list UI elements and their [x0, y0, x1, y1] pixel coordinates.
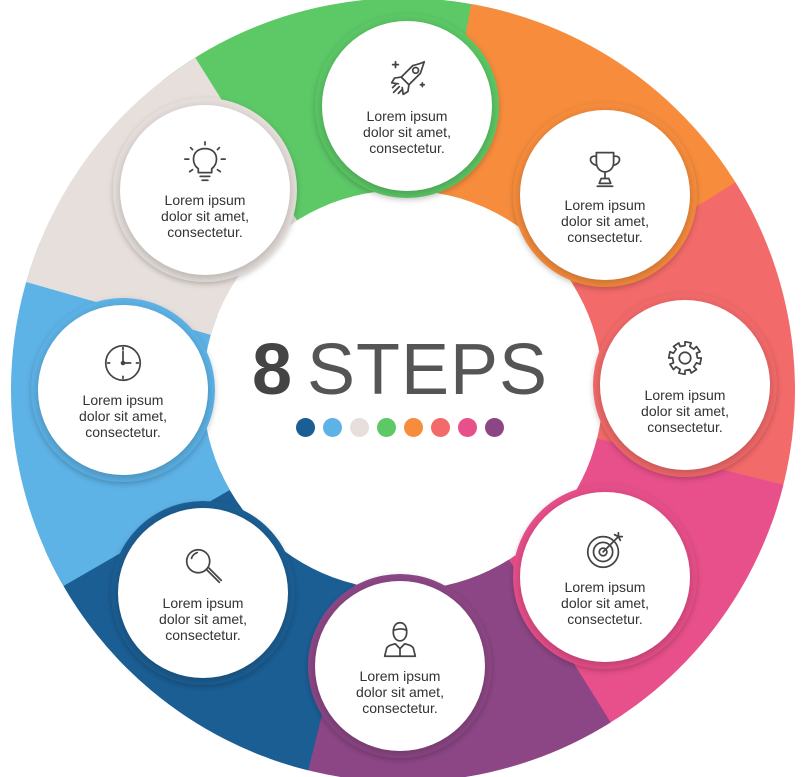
step-text-line: dolor sit amet, [79, 408, 167, 424]
gear-icon [662, 335, 708, 381]
color-dot [485, 418, 504, 437]
target-icon [582, 527, 628, 573]
rocket-icon [384, 56, 430, 102]
step-node-gear: Lorem ipsum dolor sit amet, consectetur. [600, 300, 770, 470]
step-text-line: consectetur. [369, 140, 445, 156]
color-dot [431, 418, 450, 437]
step-text-line: consectetur. [567, 229, 643, 245]
step-text-line: dolor sit amet, [356, 684, 444, 700]
step-node-rocket: Lorem ipsum dolor sit amet, consectetur. [322, 21, 492, 191]
step-node-clock: Lorem ipsum dolor sit amet, consectetur. [38, 305, 208, 475]
step-text-line: Lorem ipsum [366, 108, 448, 124]
color-dot [404, 418, 423, 437]
step-text-line: Lorem ipsum [644, 387, 726, 403]
step-text-line: Lorem ipsum [564, 197, 646, 213]
step-text-line: dolor sit amet, [159, 611, 247, 627]
step-node-lightbulb: Lorem ipsum dolor sit amet, consectetur. [120, 105, 290, 275]
color-dot [296, 418, 315, 437]
center-disc [205, 192, 601, 588]
step-text-line: Lorem ipsum [162, 595, 244, 611]
color-dot [458, 418, 477, 437]
step-text-line: consectetur. [647, 419, 723, 435]
step-text-line: dolor sit amet, [561, 595, 649, 611]
step-text-line: dolor sit amet, [161, 208, 249, 224]
step-text-line: consectetur. [165, 627, 241, 643]
step-text-line: dolor sit amet, [561, 213, 649, 229]
step-text-line: dolor sit amet, [641, 403, 729, 419]
person-icon [377, 616, 423, 662]
title-word: STEPS [306, 330, 549, 410]
title-number: 8 [251, 330, 293, 410]
color-dot [350, 418, 369, 437]
step-text-line: Lorem ipsum [82, 392, 164, 408]
lightbulb-icon [182, 140, 228, 186]
clock-icon [100, 340, 146, 386]
step-text-line: Lorem ipsum [359, 668, 441, 684]
step-text-line: dolor sit amet, [363, 124, 451, 140]
step-node-person: Lorem ipsum dolor sit amet, consectetur. [315, 581, 485, 751]
trophy-icon [582, 145, 628, 191]
step-text-line: consectetur. [85, 424, 161, 440]
magnifier-icon [180, 543, 226, 589]
step-node-trophy: Lorem ipsum dolor sit amet, consectetur. [520, 110, 690, 280]
step-text-line: Lorem ipsum [164, 192, 246, 208]
step-text-line: Lorem ipsum [564, 579, 646, 595]
color-dot [377, 418, 396, 437]
color-dot [323, 418, 342, 437]
color-dots [250, 418, 550, 437]
step-text-line: consectetur. [567, 611, 643, 627]
step-text-line: consectetur. [167, 224, 243, 240]
step-node-target: Lorem ipsum dolor sit amet, consectetur. [520, 492, 690, 662]
step-node-magnifier: Lorem ipsum dolor sit amet, consectetur. [118, 508, 288, 678]
step-text-line: consectetur. [362, 700, 438, 716]
